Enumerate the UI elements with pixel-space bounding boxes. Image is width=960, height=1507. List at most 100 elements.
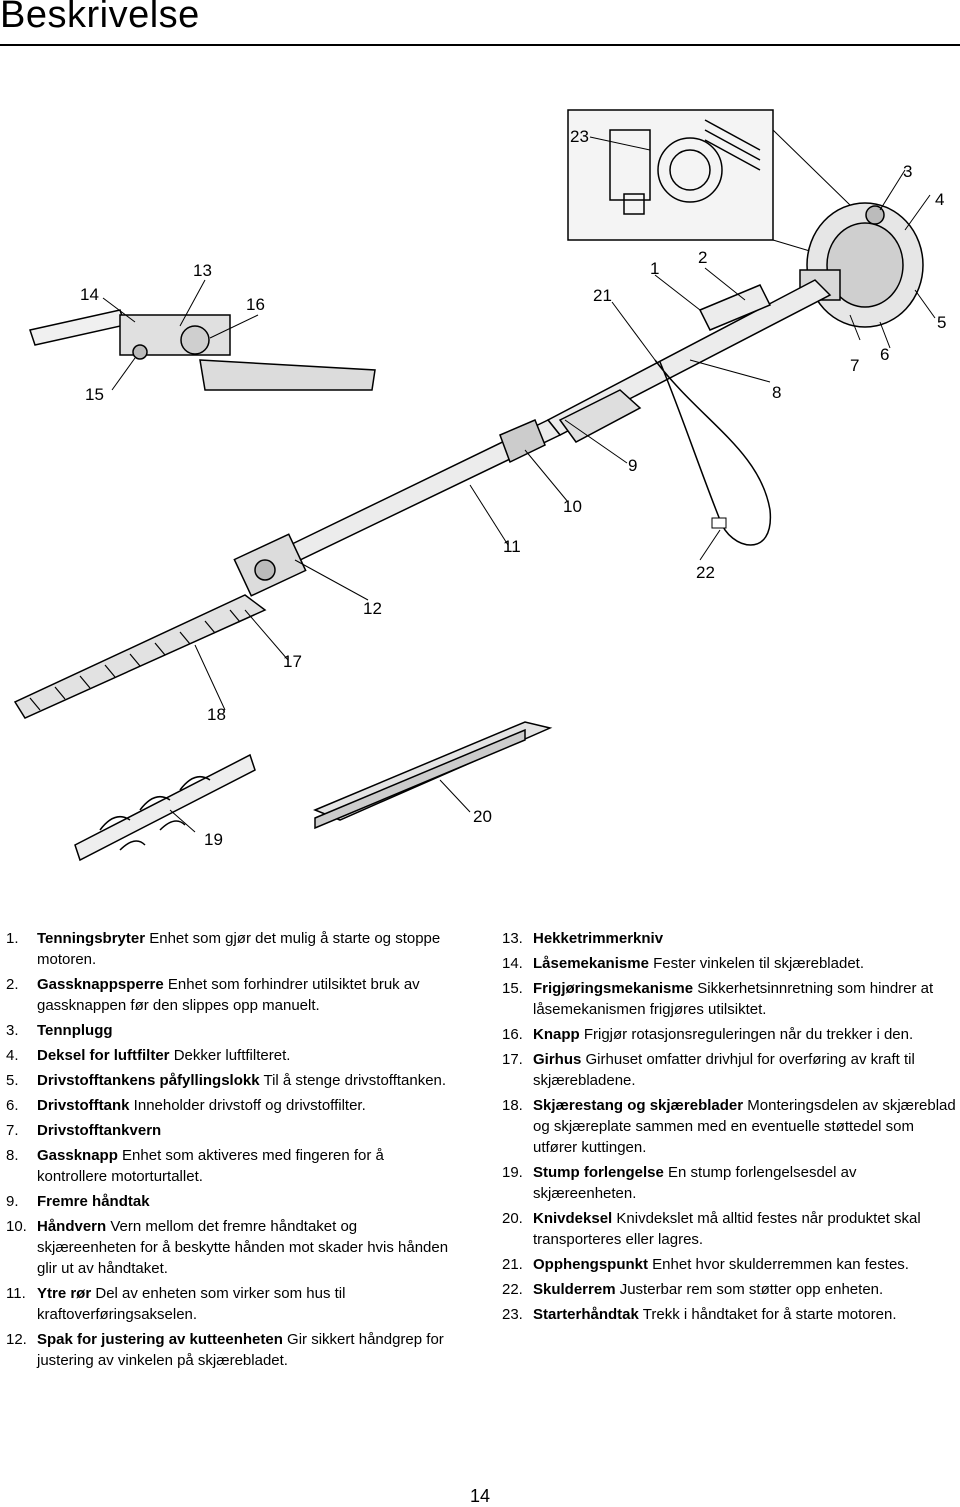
list-item: 5.Drivstofftankens påfyllingslokk Til å … xyxy=(6,1070,456,1091)
item-term: Ytre rør xyxy=(37,1285,92,1302)
list-item: 10. Håndvern Vern mellom det fremre håndt… xyxy=(6,1216,456,1279)
callout-23: 23 xyxy=(570,127,589,146)
list-item: 14.Låsemekanisme Fester vinkelen til skj… xyxy=(502,953,957,974)
item-description: Enhet hvor skulderremmen kan festes. xyxy=(648,1256,909,1273)
item-term: Knapp xyxy=(533,1026,580,1043)
item-term: Hekketrimmerkniv xyxy=(533,930,664,947)
list-item: 1. Tenningsbryter Enhet som gjør det muli… xyxy=(6,928,456,970)
item-number: 16. xyxy=(502,1026,523,1043)
list-item: 16. Knapp Frigjør rotasjonsreguleringen n… xyxy=(502,1024,957,1045)
callout-19: 19 xyxy=(204,830,223,849)
item-number: 11. xyxy=(6,1285,26,1302)
item-description: Enhet som forhindrer utilsiktet bruk av … xyxy=(37,976,420,1014)
callout-10: 10 xyxy=(563,497,582,516)
item-number: 22. xyxy=(502,1281,523,1298)
list-item: 13.Hekketrimmerkniv xyxy=(502,928,957,949)
gear-head xyxy=(233,533,307,597)
cutter-blade xyxy=(13,594,267,719)
item-description: Enhet som aktiveres med fingeren for å k… xyxy=(37,1147,384,1185)
item-description: Justerbar rem som støtter opp enheten. xyxy=(615,1281,884,1298)
item-term: Håndvern xyxy=(37,1218,107,1235)
angle-head-inset xyxy=(29,309,376,391)
callout-14: 14 xyxy=(80,285,99,304)
callout-6: 6 xyxy=(880,345,889,364)
item-description: Til å stenge drivstofftanken. xyxy=(259,1072,447,1089)
item-description: Fester vinkelen til skjærebladet. xyxy=(648,955,864,972)
list-item: 15. Frigjøringsmekanisme Sikkerhetsinnret… xyxy=(502,978,957,1020)
item-number: 15. xyxy=(502,980,523,997)
item-number: 10. xyxy=(6,1218,27,1235)
item-term: Drivstofftankvern xyxy=(37,1122,162,1139)
item-description: Enhet som gjør det mulig å starte og sto… xyxy=(37,930,441,968)
item-term: Deksel for luftfilter xyxy=(37,1047,170,1064)
callout-12: 12 xyxy=(363,599,382,618)
item-description: Gir sikkert håndgrep for justering av vi… xyxy=(37,1331,444,1369)
list-item: 7.Drivstofftankvern xyxy=(6,1120,456,1141)
item-number: 2. xyxy=(6,976,19,993)
item-number: 8. xyxy=(6,1147,19,1164)
list-item: 3.Tennplugg xyxy=(6,1020,456,1041)
callout-5: 5 xyxy=(937,313,946,332)
callout-18: 18 xyxy=(207,705,226,724)
list-item: 9. Fremre håndtak xyxy=(6,1191,456,1212)
list-item: 12. Spak for justering av kutteenheten Gi… xyxy=(6,1329,456,1371)
list-item: 17.Girhus Girhuset omfatter drivhjul for… xyxy=(502,1049,957,1091)
callout-11: 11 xyxy=(503,537,521,556)
callout-4: 4 xyxy=(935,190,944,209)
item-number: 19. xyxy=(502,1164,523,1181)
item-number: 6. xyxy=(6,1097,19,1114)
item-term: Gassknappsperre xyxy=(37,976,164,993)
callout-7: 7 xyxy=(850,356,859,375)
item-number: 1. xyxy=(6,930,19,947)
item-number: 4. xyxy=(6,1047,19,1064)
item-term: Fremre håndtak xyxy=(37,1193,150,1210)
item-term: Tenningsbryter xyxy=(37,930,146,947)
item-description: Sikkerhetsinnretning som hindrer at låse… xyxy=(533,980,934,1018)
shaft xyxy=(288,279,832,561)
item-description: Frigjør rotasjonsreguleringen når du tre… xyxy=(579,1026,914,1043)
item-number: 14. xyxy=(502,955,523,972)
item-description: Monteringsdelen av skjæreblad og skjærep… xyxy=(533,1097,956,1156)
item-number: 9. xyxy=(6,1193,19,1210)
blade-cover xyxy=(313,721,553,830)
callout-9: 9 xyxy=(628,456,637,475)
blade-detail xyxy=(74,753,256,862)
item-description: Vern mellom det fremre håndtaket og skjæ… xyxy=(37,1218,449,1277)
item-number: 5. xyxy=(6,1072,19,1089)
list-item: 6.Drivstofftank Inneholder drivstoff og … xyxy=(6,1095,456,1116)
item-description: Knivdekslet må alltid festes når produkt… xyxy=(533,1210,921,1248)
parts-list-right: 13.Hekketrimmerkniv 14.Låsemekanisme Fest… xyxy=(502,928,957,1329)
item-term: Gassknapp xyxy=(37,1147,118,1164)
item-term: Spak for justering av kutteenheten xyxy=(37,1331,283,1348)
item-description: Trekk i håndtaket for å starte motoren. xyxy=(638,1306,897,1323)
list-item: 19.Stump forlengelse En stump forlengels… xyxy=(502,1162,957,1204)
callouts: 23 3 4 13 1 2 14 16 21 5 6 7 15 8 9 10 1… xyxy=(80,127,946,849)
list-item: 8. Gassknapp Enhet som aktiveres med fing… xyxy=(6,1145,456,1187)
callout-2: 2 xyxy=(698,248,707,267)
page-title: Beskrivelse xyxy=(0,0,200,36)
list-item: 21. Opphengspunkt Enhet hvor skulderremme… xyxy=(502,1254,957,1275)
list-item: 18.Skjærestang og skjæreblader Montering… xyxy=(502,1095,957,1158)
item-description: Girhuset omfatter drivhjul for overførin… xyxy=(533,1051,915,1089)
item-term: Girhus xyxy=(533,1051,582,1068)
engine-inset xyxy=(567,109,774,241)
callout-13: 13 xyxy=(193,261,212,280)
title-rule xyxy=(0,44,960,46)
list-item: 4.Deksel for luftfilter Dekker luftfilte… xyxy=(6,1045,456,1066)
item-number: 21. xyxy=(502,1256,523,1273)
item-number: 20. xyxy=(502,1210,523,1227)
callout-22: 22 xyxy=(696,563,715,582)
callout-20: 20 xyxy=(473,807,492,826)
callout-15: 15 xyxy=(85,385,104,404)
item-description: Inneholder drivstoff og drivstoffilter. xyxy=(129,1097,366,1114)
item-term: Opphengspunkt xyxy=(533,1256,648,1273)
item-number: 3. xyxy=(6,1022,19,1039)
list-item: 11.Ytre rør Del av enheten som virker so… xyxy=(6,1283,456,1325)
item-term: Frigjøringsmekanisme xyxy=(533,980,694,997)
item-number: 12. xyxy=(6,1331,27,1348)
callout-17: 17 xyxy=(283,652,302,671)
item-term: Knivdeksel xyxy=(533,1210,613,1227)
list-item: 2. Gassknappsperre Enhet som forhindrer u… xyxy=(6,974,456,1016)
page-number: 14 xyxy=(469,1486,491,1506)
callout-3: 3 xyxy=(903,162,912,181)
